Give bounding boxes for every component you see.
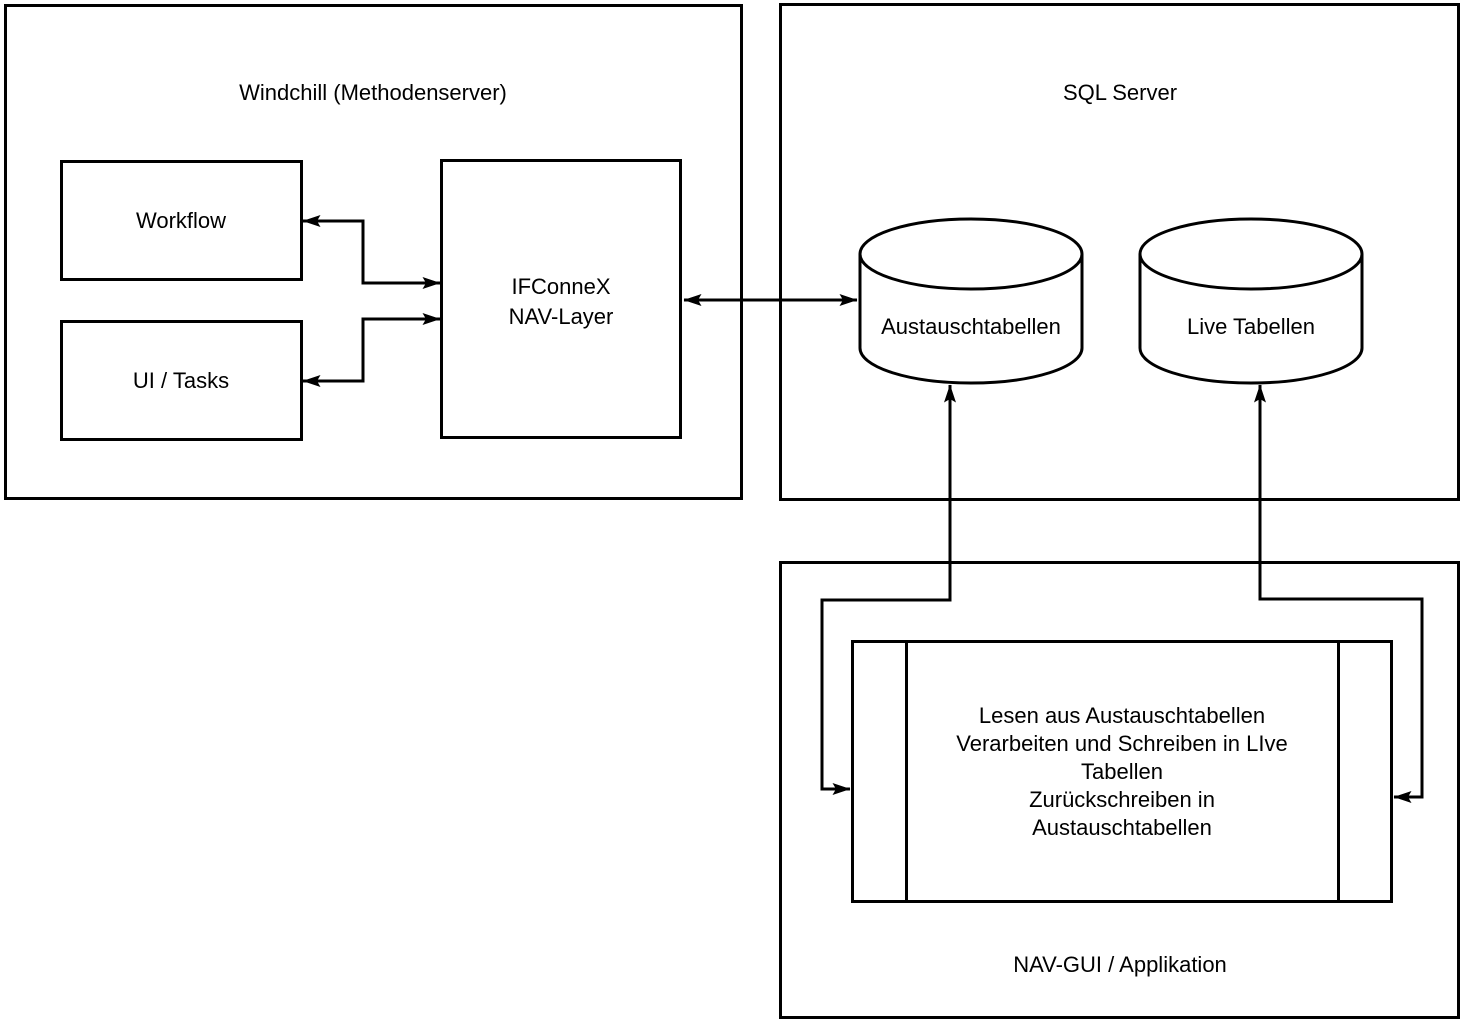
ifconnex-nav-layer-box	[440, 159, 682, 439]
sql-server-container-box	[779, 3, 1460, 501]
ui-tasks-box	[60, 320, 303, 441]
nav-gui-title: NAV-GUI / Applikation	[1013, 952, 1227, 977]
process-box-right-divider	[1337, 643, 1340, 900]
austauschtabellen-label: Austauschtabellen	[881, 314, 1061, 339]
live-tabellen-label: Live Tabellen	[1186, 314, 1316, 339]
workflow-box	[60, 160, 303, 281]
process-box-text: Lesen aus Austauschtabellen Verarbeiten …	[956, 703, 1288, 840]
ifconnex-nav-layer-label: IFConneX NAV-Layer	[508, 274, 614, 329]
process-box-left-divider	[905, 643, 908, 900]
sql-server-title: SQL Server	[1062, 80, 1178, 105]
workflow-label: Workflow	[135, 208, 227, 233]
ui-tasks-label: UI / Tasks	[132, 368, 230, 393]
windchill-title: Windchill (Methodenserver)	[239, 80, 507, 105]
